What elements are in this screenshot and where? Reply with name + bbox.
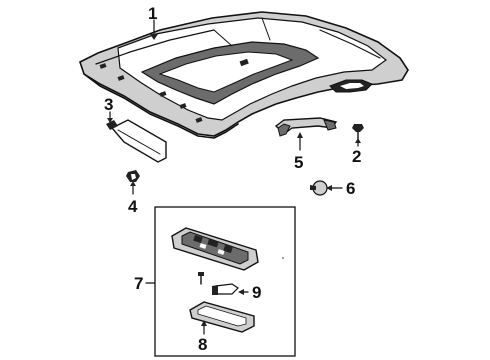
callout-2: 2 <box>352 147 361 166</box>
callout-3: 3 <box>104 95 113 114</box>
dome-lamp-box <box>154 206 296 357</box>
grip-screw <box>352 124 364 141</box>
headliner-panel <box>79 11 409 139</box>
callout-6: 6 <box>346 179 355 198</box>
callout-9: 9 <box>252 283 261 302</box>
sun-visor <box>106 119 167 163</box>
stray-mark <box>282 257 284 259</box>
grip-cap <box>310 180 328 196</box>
callout-1: 1 <box>148 4 157 23</box>
lamp-bulb <box>212 283 239 295</box>
assist-grip <box>274 117 338 137</box>
callout-5: 5 <box>294 153 303 172</box>
visor-holder-clip <box>126 170 140 182</box>
callout-7: 7 <box>134 274 143 293</box>
dome-lamp-housing <box>171 227 259 271</box>
callout-8: 8 <box>198 335 207 354</box>
lamp-screw <box>198 272 204 285</box>
lamp-lens <box>189 301 255 333</box>
callout-4: 4 <box>128 197 138 216</box>
leader-lines <box>107 19 361 335</box>
